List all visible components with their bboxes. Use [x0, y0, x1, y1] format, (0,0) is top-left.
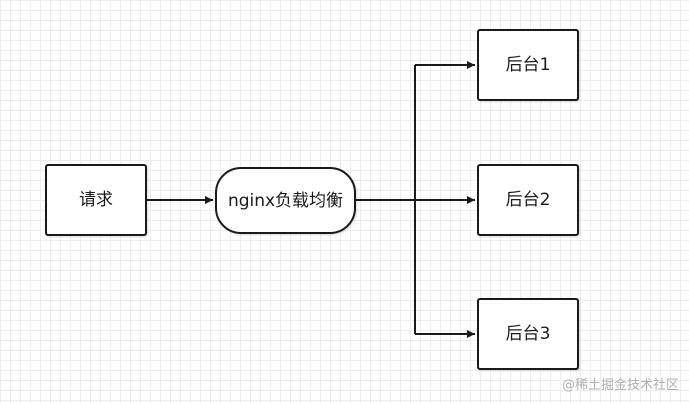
backend-3-label: 后台3: [505, 324, 551, 344]
watermark-text: @稀土掘金技术社区: [561, 378, 679, 393]
backend-node-1[interactable]: 后台1: [477, 29, 579, 101]
backend-node-2[interactable]: 后台2: [477, 164, 579, 236]
load-balancer-label: nginx负载均衡: [227, 190, 344, 211]
backend-1-label: 后台1: [505, 55, 551, 75]
request-label: 请求: [79, 190, 113, 210]
load-balancer-node[interactable]: nginx负载均衡: [215, 167, 356, 234]
backend-2-label: 后台2: [505, 190, 551, 210]
backend-node-3[interactable]: 后台3: [477, 298, 579, 370]
request-node[interactable]: 请求: [45, 164, 147, 236]
